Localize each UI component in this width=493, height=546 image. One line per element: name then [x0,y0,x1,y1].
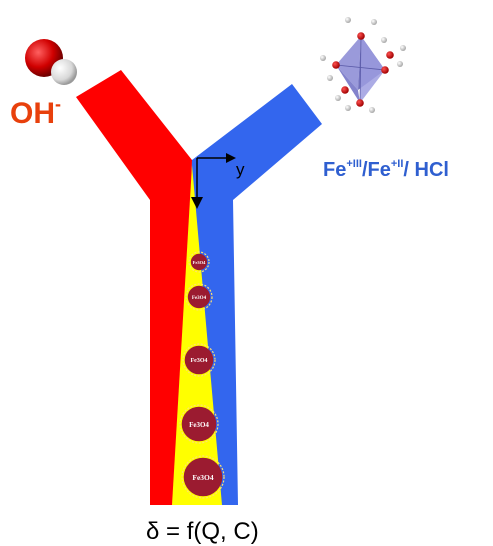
particle-4: Fe3O4 [179,404,219,444]
particle-5-halo [181,455,225,499]
particle-3-body [184,345,214,375]
ligand-h-3 [320,55,326,61]
particle-3-halo [182,343,216,377]
ligand-o-5 [341,86,349,94]
octahedron-face-1 [336,36,361,90]
particle-4-label: Fe3O4 [189,421,209,429]
particle-3-label: Fe3O4 [191,358,208,364]
thickness-formula: δ = f(Q, C) [146,518,259,545]
ligand-o-2 [332,61,340,69]
hydroxide-molecule-icon [25,39,77,85]
ligand-h-4 [327,75,333,81]
hydrogen-atom [51,59,77,85]
axis-y-label: y [236,160,245,179]
ligand-o-1 [357,32,365,40]
particle-2-label: Fe3O4 [192,296,207,301]
ligand-h-9 [381,37,387,43]
particle-2-body [187,285,211,309]
particle-2: Fe3O4 [185,283,213,311]
particle-1-label: Fe3O4 [193,260,206,265]
ligand-h-5 [397,61,403,67]
iron-salt-label: Fe+III/Fe+II/ HCl [323,158,449,181]
coordinate-axes [191,153,236,209]
ligand-h-7 [345,105,351,111]
ligand-o-3 [381,66,389,74]
particle-5-body [183,457,223,497]
iron-complex-icon [320,17,406,113]
particle-1-halo [188,251,210,273]
octahedron-face-4 [336,65,360,103]
hydroxide-stream-channel [76,70,192,505]
particle-5: Fe3O4 [181,455,225,499]
ligand-h-1 [345,17,351,23]
octahedron-face-3 [360,36,385,103]
hydroxide-label: OH- [10,94,61,130]
particle-3: Fe3O4 [182,343,216,377]
ligand-o-6 [386,51,394,59]
particles: Fe3O4 Fe3O4 Fe3O4 Fe3O4 Fe3O4 [179,251,225,499]
ligand-h-6 [400,45,406,51]
iron-stream-channel [186,84,322,505]
ligand-h-10 [335,95,341,101]
particle-1-body [190,253,208,271]
ligand-h-2 [371,19,377,25]
particle-5-label: Fe3O4 [192,473,213,482]
particle-2-halo [185,283,213,311]
particle-1: Fe3O4 [188,251,210,273]
ligand-h-8 [369,107,375,113]
particle-4-body [181,406,217,442]
ligand-o-4 [356,99,364,107]
particle-4-halo [179,404,219,444]
